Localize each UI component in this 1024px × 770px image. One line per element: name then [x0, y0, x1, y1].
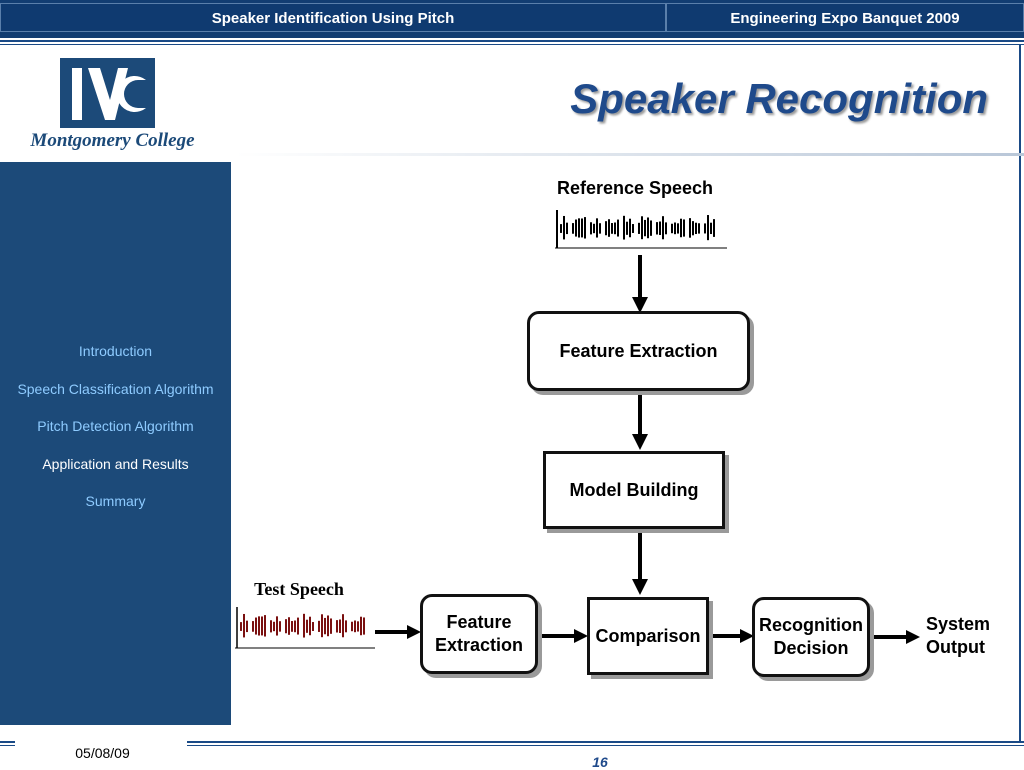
sidebar-item-speech-classification[interactable]: Speech Classification Algorithm — [17, 381, 214, 397]
sidebar-item-pitch-detection[interactable]: Pitch Detection Algorithm — [37, 418, 194, 434]
sidebar — [0, 162, 231, 725]
page-number: 16 — [592, 754, 608, 770]
frame-right — [1019, 44, 1021, 741]
footer-date: 05/08/09 — [75, 745, 130, 761]
system-output-label: System Output — [926, 614, 991, 657]
feature-extraction-top-box: Feature Extraction — [527, 311, 750, 391]
title-underline — [235, 153, 1024, 156]
slide-title: Speaker Recognition — [570, 75, 988, 122]
header-rule — [0, 40, 1024, 42]
footer-rule — [0, 741, 1024, 743]
model-building-box: Model Building — [543, 451, 725, 529]
reference-speech-label: Reference Speech — [556, 178, 714, 198]
test-waveform-icon — [235, 607, 375, 649]
footer-rule-thin — [0, 745, 1024, 746]
sidebar-item-introduction[interactable]: Introduction — [78, 343, 153, 359]
arrow-down-1 — [632, 255, 648, 313]
arrow-right-4 — [872, 630, 920, 644]
college-logo-icon — [60, 58, 155, 128]
footer-date-bg — [15, 737, 187, 768]
arrow-down-2 — [632, 392, 648, 450]
arrow-right-2 — [540, 629, 588, 643]
feature-extraction-bottom-box: Feature Extraction — [420, 594, 538, 674]
test-speech-label: Test Speech — [254, 579, 344, 599]
college-name: Montgomery College — [30, 130, 195, 151]
header-left-title: Speaker Identification Using Pitch — [0, 3, 666, 32]
arrow-down-3 — [632, 531, 648, 595]
sidebar-item-application-results[interactable]: Application and Results — [42, 456, 189, 472]
header-rule-thin — [0, 44, 1024, 45]
comparison-box: Comparison — [587, 597, 709, 675]
reference-waveform-icon — [555, 210, 727, 249]
arrow-right-3 — [710, 629, 754, 643]
header-right-title: Engineering Expo Banquet 2009 — [666, 3, 1024, 32]
recognition-decision-box: Recognition Decision — [752, 597, 870, 677]
arrow-right-1 — [375, 625, 421, 639]
sidebar-item-summary[interactable]: Summary — [85, 493, 146, 509]
